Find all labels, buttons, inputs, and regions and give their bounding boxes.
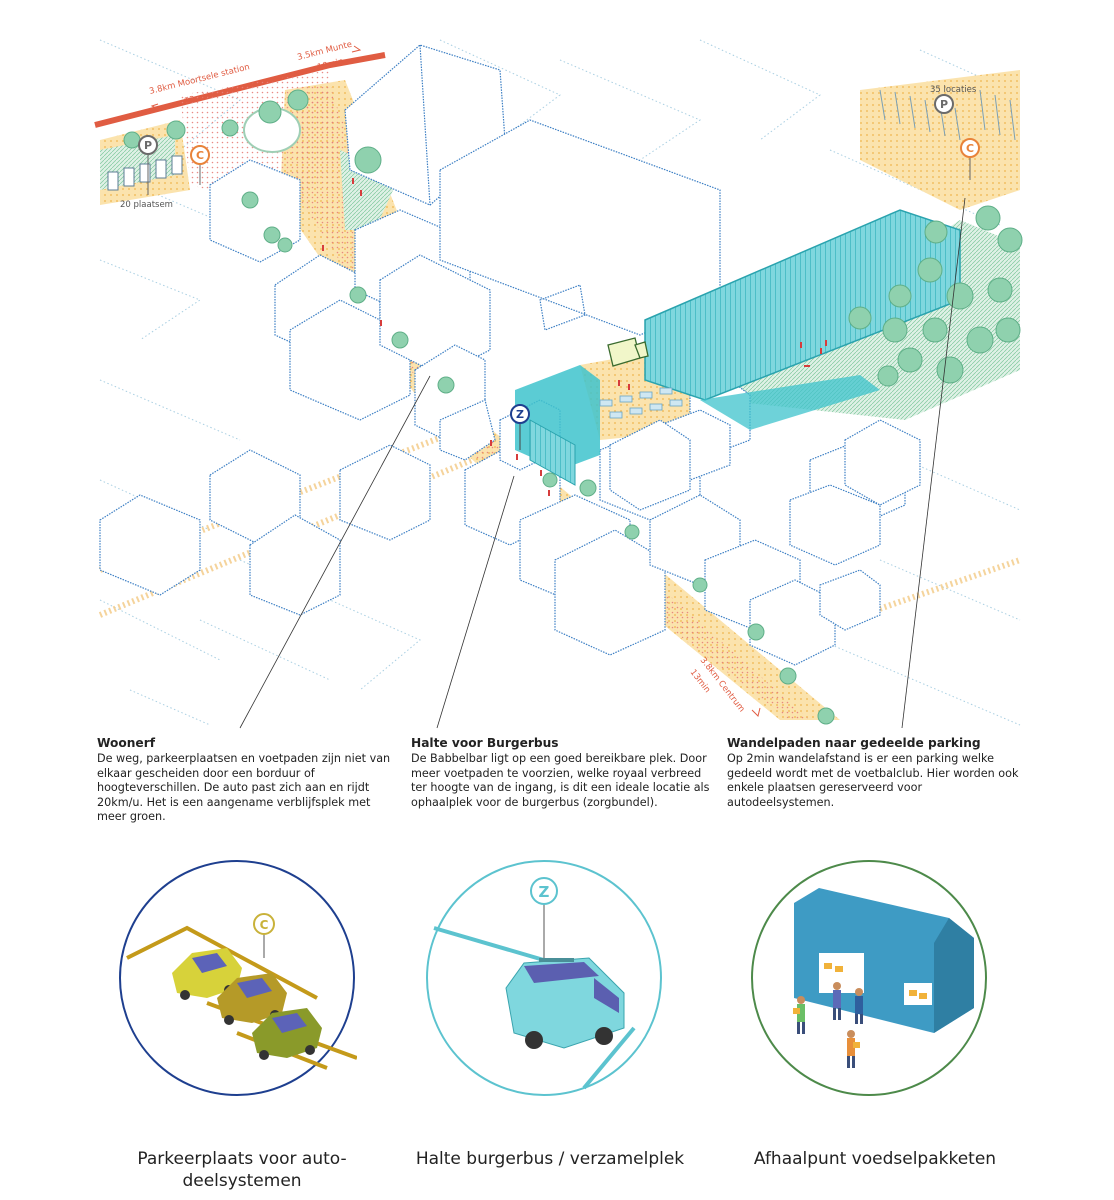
section-burgerbus-title: Halte voor Burgerbus xyxy=(411,736,559,750)
axonometric-street-map: 3.8km Moortsele station 13min 3.5km Munt… xyxy=(94,39,1023,729)
parking-letter-left: P xyxy=(144,139,152,152)
parking-letter-right: P xyxy=(940,98,948,111)
car-yellow-icon xyxy=(172,948,242,1000)
trees xyxy=(123,89,1023,725)
parking-marker-right: 35 locaties P xyxy=(930,85,977,114)
section-burgerbus: Halte voor Burgerbus De Babbelbar ligt o… xyxy=(411,736,711,810)
leader-lines xyxy=(239,197,966,729)
carshare-parking-illustration: C xyxy=(117,858,357,1098)
teal-buildings xyxy=(515,209,961,486)
car-green-icon xyxy=(252,1008,322,1060)
section-parking: Wandelpaden naar gedeelde parking Op 2mi… xyxy=(727,736,1027,810)
carshare-marker-right: C xyxy=(960,138,980,180)
car-olive-icon xyxy=(217,973,287,1025)
parking-lot-right xyxy=(879,89,1016,141)
caption-carshare: Parkeerplaats voor auto- deelsystemen xyxy=(117,1148,367,1192)
section-parking-text: Op 2min wandelafstand is er een parking … xyxy=(727,752,1019,809)
section-burgerbus-text: De Babbelbar ligt op een goed bereikbare… xyxy=(411,752,710,809)
bike-arrow-right-icon xyxy=(351,45,362,53)
bus-stop-letter: Z xyxy=(516,408,524,421)
bike-arrow-left-icon xyxy=(150,103,159,110)
main-road xyxy=(94,52,386,128)
section-woonerf: Woonerf De weg, parkeerplaatsen en voetp… xyxy=(97,736,397,824)
caption-carshare-line2: deelsystemen xyxy=(182,1171,302,1191)
bus-stop-marker: Z xyxy=(510,404,530,450)
route-munte: 3.5km Munte 10min xyxy=(296,40,362,73)
section-woonerf-title: Woonerf xyxy=(97,736,156,750)
bike-arrow-down-icon xyxy=(751,707,761,717)
parking-lot-left xyxy=(107,155,183,191)
food-pickup-illustration xyxy=(749,858,989,1098)
parking-count-right: 35 locaties xyxy=(930,85,977,95)
caption-carshare-line1: Parkeerplaats voor auto- xyxy=(137,1149,347,1169)
van-icon xyxy=(505,957,625,1049)
section-woonerf-text: De weg, parkeerplaatsen en voetpaden zij… xyxy=(97,752,391,824)
delivery-truck-icon xyxy=(607,337,649,367)
parking-marker-left: P 20 plaatsem xyxy=(120,135,173,210)
carshare-letter-left: C xyxy=(196,149,204,162)
people-with-boxes-icon xyxy=(793,982,863,1068)
carshare-letter-right: C xyxy=(966,142,974,155)
section-parking-title: Wandelpaden naar gedeelde parking xyxy=(727,736,981,750)
route-munte-time: 10min xyxy=(316,57,344,73)
caption-food: Afhaalpunt voedselpakketen xyxy=(753,1149,997,1169)
market-stalls xyxy=(599,387,683,419)
parking-count-left: 20 plaatsem xyxy=(120,200,173,210)
pedestrians xyxy=(322,178,827,496)
carshare-marker-left: C xyxy=(190,145,210,185)
bus-stop-illustration: Z xyxy=(424,858,664,1098)
bus-icon-letter: Z xyxy=(539,883,550,901)
caption-bus: Halte burgerbus / verzamelplek xyxy=(415,1149,685,1169)
carshare-icon-letter: C xyxy=(260,918,269,932)
